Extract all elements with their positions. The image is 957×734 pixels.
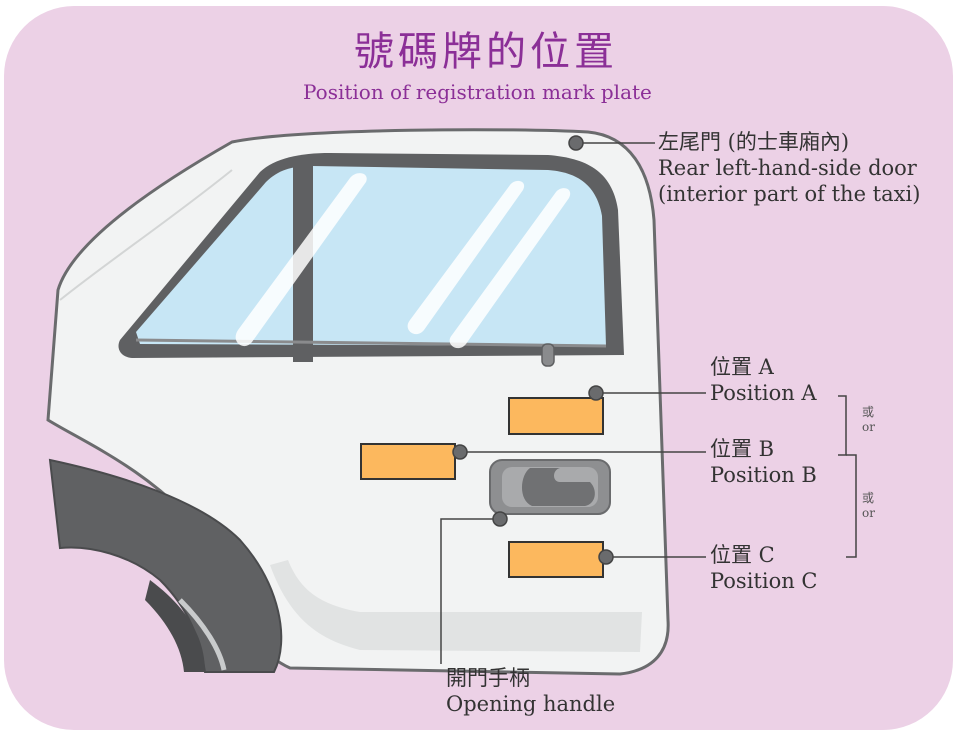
- dot-door: [568, 135, 584, 151]
- handle-grip: [522, 468, 595, 506]
- position-a-chinese: 位置 A: [710, 355, 774, 379]
- position-b-chinese: 位置 B: [710, 437, 775, 461]
- bracket-a-b: [838, 395, 847, 456]
- leader-dots: [452, 135, 614, 565]
- door-crease: [59, 169, 233, 301]
- glass-reflection-2: [407, 180, 525, 335]
- leader-lines: [440, 142, 857, 664]
- or-chinese-1: 或: [862, 405, 875, 419]
- dot-pos-a: [588, 385, 604, 401]
- window-sill: [135, 338, 607, 348]
- wheel-arch-highlight: [178, 598, 227, 671]
- position-b-english: Position B: [710, 463, 817, 487]
- glass-reflection-1: [235, 173, 367, 347]
- or-english-2: or: [862, 506, 875, 520]
- handle-label-english: Opening handle: [446, 692, 616, 716]
- dot-pos-b: [452, 444, 468, 460]
- wheel-arch: [48, 458, 283, 673]
- bracket-b-c: [846, 454, 857, 558]
- wheel-arch-outer: [48, 458, 283, 673]
- door-lower-shade: [270, 560, 642, 652]
- window: [118, 153, 624, 367]
- wheel-arch-inner: [145, 580, 205, 672]
- position-c-english: Position C: [710, 569, 818, 593]
- or-chinese-2: 或: [862, 491, 875, 505]
- door-label-chinese: 左尾門 (的士車廂內): [658, 130, 850, 154]
- leader-handle: [440, 518, 500, 664]
- door-label-english-1: Rear left-hand-side door: [658, 156, 917, 180]
- door-lock-knob: [541, 343, 555, 367]
- plate-position-c: [508, 541, 604, 578]
- door-label-english-2: (interior part of the taxi): [658, 182, 921, 206]
- title-english: Position of registration mark plate: [303, 80, 652, 104]
- or-english-1: or: [862, 420, 875, 434]
- dot-pos-c: [598, 549, 614, 565]
- plate-position-b: [360, 443, 456, 480]
- glass-reflection-3: [449, 188, 571, 349]
- dot-handle: [492, 511, 508, 527]
- title-chinese: 號碼牌的位置: [354, 29, 618, 75]
- position-a-english: Position A: [710, 381, 817, 405]
- position-c-chinese: 位置 C: [710, 543, 775, 567]
- plate-position-a: [508, 397, 604, 435]
- opening-handle: [489, 459, 611, 515]
- handle-label-chinese: 開門手柄: [446, 666, 530, 690]
